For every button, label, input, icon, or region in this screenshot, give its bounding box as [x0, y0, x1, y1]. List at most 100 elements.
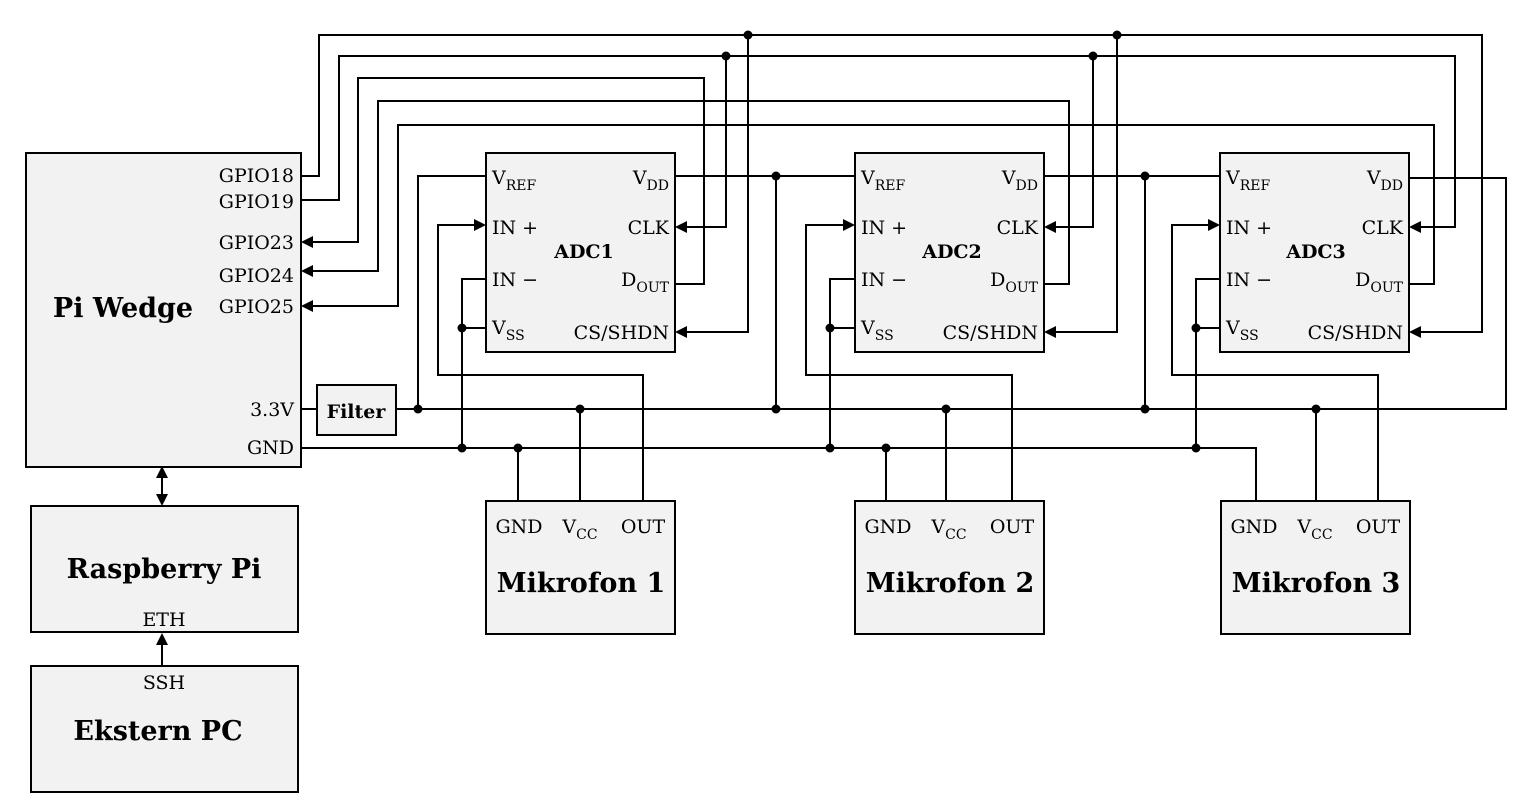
wire-3v3-rail	[301, 177, 1507, 410]
adc1-pin-vss: VSS	[491, 317, 525, 344]
wire-gnd-rail	[301, 447, 1257, 501]
arrow-to-pi-wedge	[156, 466, 168, 478]
adc2-pin-cs-shdn: CS/SHDN	[943, 322, 1038, 344]
wire-vdd1-vref2	[675, 175, 855, 409]
adc1-title: ADC1	[553, 241, 614, 263]
adc2-pin-vref: VREF	[860, 167, 905, 194]
adc3-pin-vref: VREF	[1225, 167, 1270, 194]
mic3-box	[1220, 500, 1411, 635]
wire-out-inp-adc3	[1171, 224, 1379, 501]
wire-vss-inm-adc2	[829, 278, 855, 448]
junction-dot	[743, 30, 753, 40]
mic1-pin-gnd: GND	[495, 516, 542, 538]
wires	[161, 34, 1507, 665]
mic2-block: GND VCC OUT Mikrofon 2	[854, 500, 1045, 635]
arrow-adc1-inp	[474, 219, 486, 231]
arrow-adc3-cs	[1409, 326, 1421, 338]
junction-dot	[941, 404, 951, 414]
pin-gpio23: GPIO23	[219, 232, 294, 254]
adc2-box	[854, 152, 1045, 353]
raspberry-pi-box	[30, 505, 299, 633]
arrow-gpio25	[301, 300, 313, 312]
junctions	[413, 30, 1321, 453]
junction-dot	[1088, 51, 1098, 61]
junction-dot	[1191, 443, 1201, 453]
wire-vdd2-vref3	[1044, 175, 1220, 409]
wire-dout-adc2	[311, 100, 1070, 285]
adc3-pin-dout: DOUT	[1355, 269, 1404, 296]
pin-3v3: 3.3V	[250, 399, 294, 421]
mic3-block: GND VCC OUT Mikrofon 3	[1220, 500, 1411, 635]
mic1-box	[485, 500, 676, 635]
adc2-pin-clk: CLK	[997, 217, 1039, 239]
junction-dot	[1191, 323, 1201, 333]
adc3-box	[1219, 152, 1410, 353]
wire-clk-bus	[301, 55, 1456, 228]
junction-dot	[1140, 404, 1150, 414]
adc1-box	[485, 152, 676, 353]
adc3-pin-cs-shdn: CS/SHDN	[1308, 322, 1403, 344]
adc1-pin-clk: CLK	[628, 217, 670, 239]
wire-vss-inm-adc1	[461, 278, 486, 448]
arrow-gpio23	[301, 236, 313, 248]
junction-dot	[575, 404, 585, 414]
adc3-title: ADC3	[1285, 241, 1346, 263]
adc2-pin-vss: VSS	[860, 317, 894, 344]
mic3-pin-out: OUT	[1356, 516, 1401, 538]
adc3-pin-vss: VSS	[1225, 317, 1259, 344]
wire-out-inp-adc2	[805, 224, 1013, 501]
ekstern-pc-title: Ekstern PC	[73, 716, 242, 747]
pin-gpio19: GPIO19	[219, 191, 294, 213]
filter-box	[316, 384, 397, 436]
wire-out-inp-adc1	[437, 224, 644, 501]
adc1-block: VREF VDD IN + CLK ADC1 IN − DOUT VSS CS/…	[485, 152, 676, 353]
pin-gpio25: GPIO25	[219, 296, 294, 318]
mic1-title: Mikrofon 1	[497, 568, 666, 599]
pin-gpio18: GPIO18	[219, 165, 294, 187]
adc2-pin-dout: DOUT	[990, 269, 1039, 296]
adc1-pin-dout: DOUT	[621, 269, 670, 296]
junction-dot	[457, 323, 467, 333]
arrow-adc3-clk	[1409, 221, 1421, 233]
arrow-adc1-cs	[675, 326, 687, 338]
raspberry-pi-title: Raspberry Pi	[67, 554, 262, 585]
mic1-pin-vcc: VCC	[561, 516, 597, 543]
adc2-pin-in-plus: IN +	[861, 217, 907, 239]
mic1-pin-out: OUT	[621, 516, 666, 538]
adc2-block: VREF VDD IN + CLK ADC2 IN − DOUT VSS CS/…	[854, 152, 1045, 353]
arrow-adc1-clk	[675, 221, 687, 233]
adc2-pin-vdd: VDD	[1001, 167, 1038, 194]
filter-label: Filter	[327, 401, 387, 423]
arrow-to-raspberry-pi	[156, 494, 168, 506]
adc3-block: VREF VDD IN + CLK ADC3 IN − DOUT VSS CS/…	[1219, 152, 1410, 353]
adc1-pin-in-plus: IN +	[492, 217, 538, 239]
junction-dot	[1311, 404, 1321, 414]
junction-dot	[721, 51, 731, 61]
adc3-pin-clk: CLK	[1362, 217, 1404, 239]
junction-dot	[825, 443, 835, 453]
mic2-pin-out: OUT	[990, 516, 1035, 538]
adc1-pin-vdd: VDD	[632, 167, 669, 194]
mic2-pin-gnd: GND	[864, 516, 911, 538]
wire-dout-adc1	[311, 77, 705, 285]
mic3-pin-gnd: GND	[1230, 516, 1277, 538]
wire-vref1	[417, 175, 486, 409]
adc1-pin-in-minus: IN −	[492, 269, 538, 291]
adc1-pin-vref: VREF	[491, 167, 536, 194]
arrow-adc2-cs	[1044, 326, 1056, 338]
mic1-block: GND VCC OUT Mikrofon 1	[485, 500, 676, 635]
filter-block: Filter	[316, 384, 397, 436]
junction-dot	[457, 443, 467, 453]
junction-dot	[881, 443, 891, 453]
pi-wedge-title: Pi Wedge	[53, 293, 193, 324]
mic2-pin-vcc: VCC	[930, 516, 966, 543]
pi-wedge-block: Pi Wedge GPIO18 GPIO19 GPIO23 GPIO24 GPI…	[25, 152, 302, 468]
arrow-gpio24	[301, 265, 313, 277]
arrow-adc2-clk	[1044, 221, 1056, 233]
junction-dot	[771, 171, 781, 181]
ssh-label: SSH	[143, 672, 185, 694]
arrows	[156, 219, 1421, 645]
pin-gnd: GND	[247, 437, 294, 459]
pin-gpio24: GPIO24	[219, 265, 294, 287]
raspberry-pi-block: Raspberry Pi ETH	[30, 505, 299, 633]
